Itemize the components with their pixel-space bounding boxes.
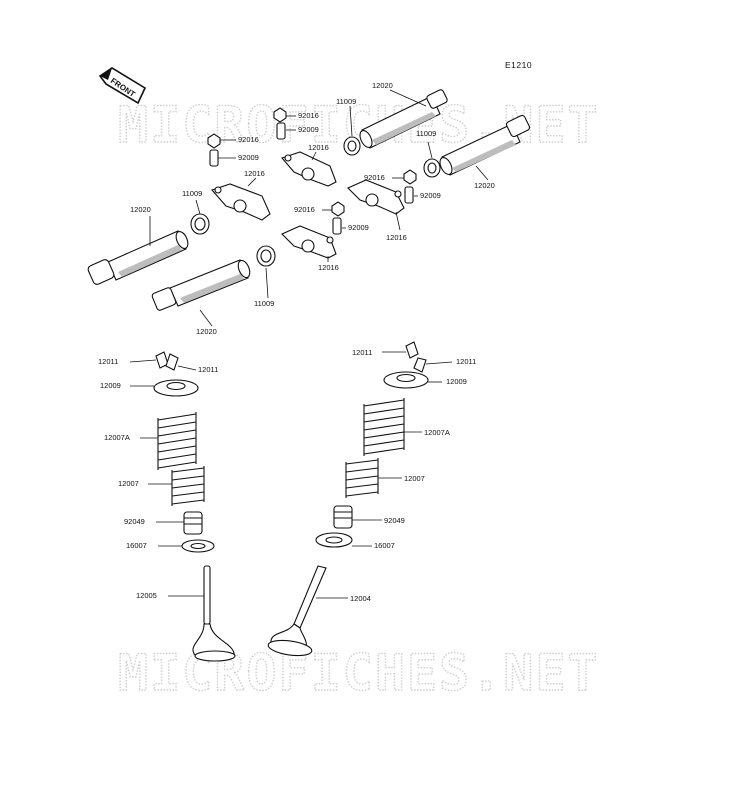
rocker-arm-upper — [281, 151, 337, 187]
callout-rocker-12016-b: 12016 — [244, 169, 265, 178]
nut-92016-a — [207, 133, 221, 149]
callout-screw-92009-a: 92009 — [238, 153, 259, 162]
valve-seal-right — [333, 505, 353, 529]
collet-right-a — [405, 341, 419, 359]
callout-retainer-left: 12009 — [100, 381, 121, 390]
callout-washer-11009-right: 11009 — [416, 129, 436, 138]
nut-92016-b — [273, 107, 287, 123]
callout-screw-92009-b: 92009 — [298, 125, 319, 134]
screw-92009-c — [404, 186, 414, 204]
callout-valve-intake: 12004 — [350, 594, 371, 603]
callout-rocker-shaft-right: 12020 — [474, 181, 495, 190]
callout-washer-11009-lower: 11009 — [254, 299, 274, 308]
inner-spring-right — [345, 458, 379, 498]
callout-rocker-12016-a: 12016 — [308, 143, 329, 152]
nut-92016-c — [403, 169, 417, 185]
callout-inner-spring-left: 12007 — [118, 479, 139, 488]
collet-left-b — [165, 353, 179, 371]
callout-seat-right: 16007 — [374, 541, 395, 550]
inner-spring-left — [171, 466, 205, 506]
screw-92009-d — [332, 217, 342, 235]
callout-nut-92016-c: 92016 — [364, 173, 385, 182]
watermark-bottom: MICROFICHES.NET — [118, 644, 600, 702]
leader-lines — [129, 89, 489, 599]
callout-valve-exhaust: 12005 — [136, 591, 157, 600]
callout-collet-right-b: 12011 — [456, 357, 476, 366]
callout-outer-spring-left: 12007A — [104, 433, 130, 442]
callout-collet-left-b: 12011 — [198, 365, 218, 374]
callout-collet-left-a: 12011 — [98, 357, 118, 366]
callout-rocker-12016-c: 12016 — [386, 233, 407, 242]
callout-collet-right-a: 12011 — [352, 348, 372, 357]
front-arrow-icon — [98, 67, 147, 105]
callout-retainer-right: 12009 — [446, 377, 467, 386]
callout-screw-92009-d: 92009 — [348, 223, 369, 232]
callout-outer-spring-right: 12007A — [424, 428, 450, 437]
callout-rocker-shaft-lower-left: 12020 — [196, 327, 217, 336]
rocker-arm-lower — [281, 225, 337, 259]
rocker-arm-right — [347, 179, 405, 215]
valve-exhaust — [192, 565, 236, 662]
callout-nut-92016-b: 92016 — [298, 111, 319, 120]
callout-nut-92016-d: 92016 — [294, 205, 315, 214]
screw-92009-b — [276, 122, 286, 140]
outer-spring-left — [157, 412, 197, 470]
callout-washer-11009-top: 11009 — [336, 97, 356, 106]
valve-seal-left — [183, 511, 203, 535]
callout-rocker-shaft-left: 12020 — [130, 205, 151, 214]
collet-right-b — [413, 357, 427, 373]
callout-screw-92009-c: 92009 — [420, 191, 441, 200]
callout-seal-left: 92049 — [124, 517, 145, 526]
rocker-shaft-right — [439, 114, 531, 176]
callout-washer-11009-left: 11009 — [182, 189, 202, 198]
callout-rocker-12016-d: 12016 — [318, 263, 339, 272]
rocker-shaft-left — [87, 230, 189, 285]
valve-intake — [267, 565, 327, 657]
screw-92009-a — [209, 149, 219, 167]
callout-inner-spring-right: 12007 — [404, 474, 425, 483]
callout-nut-92016-a: 92016 — [238, 135, 259, 144]
nut-92016-d — [331, 201, 345, 217]
callout-rocker-shaft-upper-right: 12020 — [372, 81, 393, 90]
diagram-code: E1210 — [505, 60, 532, 70]
callout-seal-right: 92049 — [384, 516, 405, 525]
rocker-shaft-lower-left — [151, 259, 251, 311]
rocker-shaft-upper-right — [359, 89, 448, 149]
outer-spring-right — [363, 398, 405, 456]
callout-seat-left: 16007 — [126, 541, 147, 550]
rocker-arm-left — [211, 183, 271, 221]
